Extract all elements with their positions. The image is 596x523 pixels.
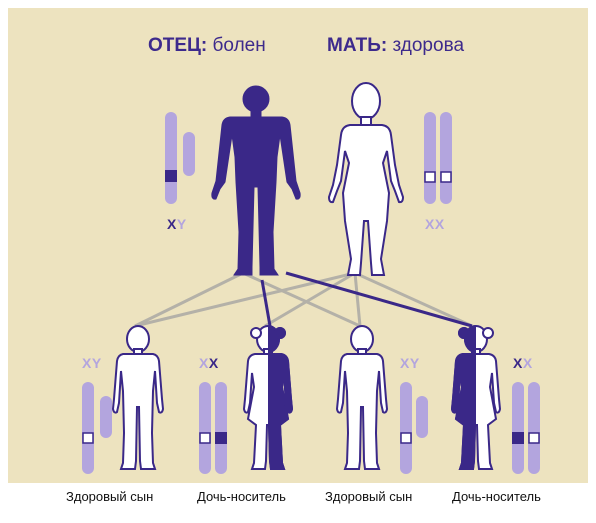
father-figure — [212, 86, 300, 275]
child-1-chromosomes — [82, 382, 112, 474]
child-1-figure — [113, 326, 163, 469]
affected-gene-marker — [215, 432, 227, 444]
chromosome-y — [183, 132, 195, 176]
mother-status: здорова — [392, 35, 464, 56]
chromosome-x — [165, 112, 177, 204]
healthy-gene-marker — [529, 433, 539, 443]
father-label: ОТЕЦ: — [148, 35, 207, 56]
chromosome-y — [100, 396, 112, 438]
child-4-figure — [452, 326, 500, 469]
child-4-chromosomes — [512, 382, 540, 474]
father-status: болен — [213, 35, 266, 56]
healthy-gene-marker — [425, 172, 435, 182]
mother-chromosomes — [424, 112, 452, 204]
healthy-gene-marker — [83, 433, 93, 443]
father-chromosome-label: XY — [167, 216, 187, 232]
mother-title: МАТЬ: здорова — [327, 35, 464, 57]
chromosome-x — [512, 382, 524, 474]
child-3-caption: Здоровый сын — [325, 489, 412, 504]
child-4-caption: Дочь-носитель — [452, 489, 541, 504]
healthy-gene-marker — [200, 433, 210, 443]
link-father-daughter2 — [286, 273, 472, 326]
link-mother-son1 — [135, 273, 355, 326]
link-father-daughter1 — [262, 280, 270, 326]
healthy-gene-marker — [441, 172, 451, 182]
link-father-son1 — [135, 273, 243, 326]
child-1-chromosome-label: XY — [82, 355, 102, 371]
child-3-chromosomes — [400, 382, 428, 474]
link-mother-daughter2 — [355, 273, 472, 326]
child-2-figure — [244, 326, 292, 469]
chromosome-x — [215, 382, 227, 474]
chromosome-x — [424, 112, 436, 204]
father-title: ОТЕЦ: болен — [148, 35, 266, 57]
chromosome-x — [400, 382, 412, 474]
child-1-caption: Здоровый сын — [66, 489, 153, 504]
chromosome-x — [82, 382, 94, 474]
mother-figure — [329, 83, 403, 275]
father-chromosomes — [165, 112, 195, 204]
inheritance-lines — [135, 273, 472, 326]
chromosome-x — [440, 112, 452, 204]
healthy-gene-marker — [401, 433, 411, 443]
child-4-chromosome-label: XX — [513, 355, 533, 371]
affected-gene-marker — [165, 170, 177, 182]
chromosome-x — [199, 382, 211, 474]
mother-label: МАТЬ: — [327, 35, 387, 56]
child-2-chromosome-label: XX — [199, 355, 219, 371]
child-3-figure — [337, 326, 387, 469]
child-2-caption: Дочь-носитель — [197, 489, 286, 504]
child-3-chromosome-label: XY — [400, 355, 420, 371]
chromosome-x — [528, 382, 540, 474]
child-2-chromosomes — [199, 382, 227, 474]
link-mother-son2 — [355, 273, 360, 326]
mother-chromosome-label: XX — [425, 216, 445, 232]
chromosome-y — [416, 396, 428, 438]
affected-gene-marker — [512, 432, 524, 444]
